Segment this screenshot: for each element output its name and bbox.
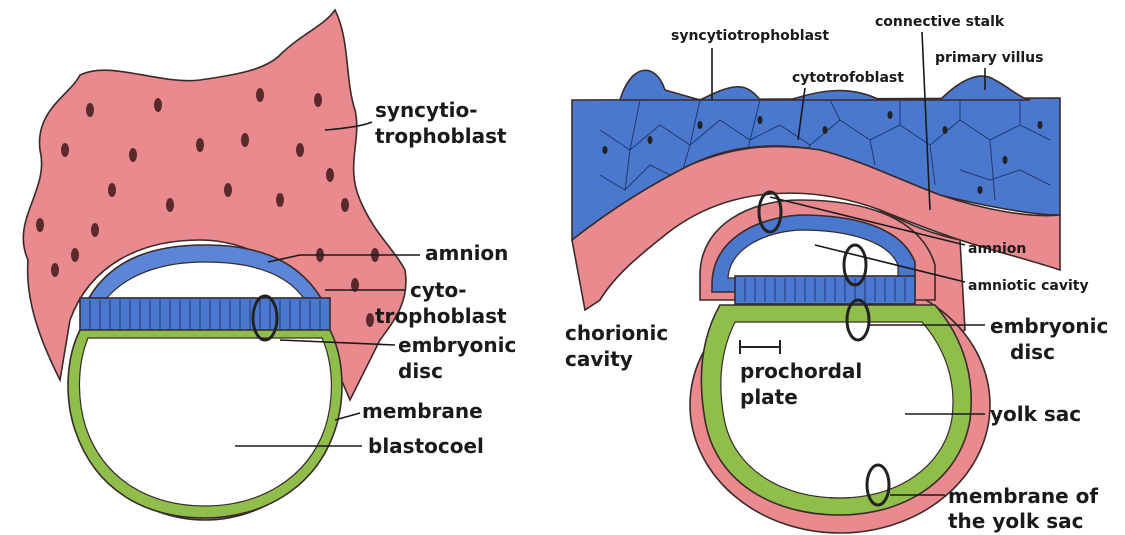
left-blastocyst bbox=[23, 10, 406, 520]
label-yolk-sac: yolk sac bbox=[990, 402, 1081, 426]
label-membrane-line1: membrane of bbox=[948, 484, 1098, 508]
label-membrane-left: membrane bbox=[362, 399, 483, 423]
label-embryonic-line1-right: embryonic bbox=[990, 314, 1108, 338]
label-cyto-line2: trophoblast bbox=[375, 304, 507, 328]
label-syncytio-line1: syncytio- bbox=[375, 98, 478, 122]
right-yolk-sac bbox=[721, 322, 953, 498]
label-amniotic-cavity: amniotic cavity bbox=[968, 278, 1089, 294]
label-embryonic-line2-right: disc bbox=[1010, 340, 1055, 364]
left-embryonic-disc bbox=[80, 298, 330, 332]
label-amnion-right: amnion bbox=[968, 241, 1026, 257]
label-prochordal-line2: plate bbox=[740, 385, 798, 409]
right-embryo bbox=[572, 70, 1060, 533]
label-cyto-line1: cyto- bbox=[410, 278, 467, 302]
label-embryonic-line2-left: disc bbox=[398, 359, 443, 383]
label-amnion-left: amnion bbox=[425, 241, 508, 265]
label-chorionic-line2: cavity bbox=[565, 347, 633, 371]
label-syncytiotrophoblast: syncytiotrophoblast bbox=[671, 28, 829, 44]
label-membrane-line2: the yolk sac bbox=[948, 509, 1083, 533]
label-prochordal-line1: prochordal bbox=[740, 359, 862, 383]
label-primary-villus: primary villus bbox=[935, 50, 1044, 66]
label-cytotrofoblast: cytotrofoblast bbox=[792, 70, 904, 86]
label-embryonic-line1-left: embryonic bbox=[398, 333, 516, 357]
label-syncytio-line2: trophoblast bbox=[375, 124, 507, 148]
label-chorionic-line1: chorionic bbox=[565, 321, 668, 345]
label-connective-stalk: connective stalk bbox=[875, 14, 1005, 30]
label-blastocoel: blastocoel bbox=[368, 434, 484, 458]
